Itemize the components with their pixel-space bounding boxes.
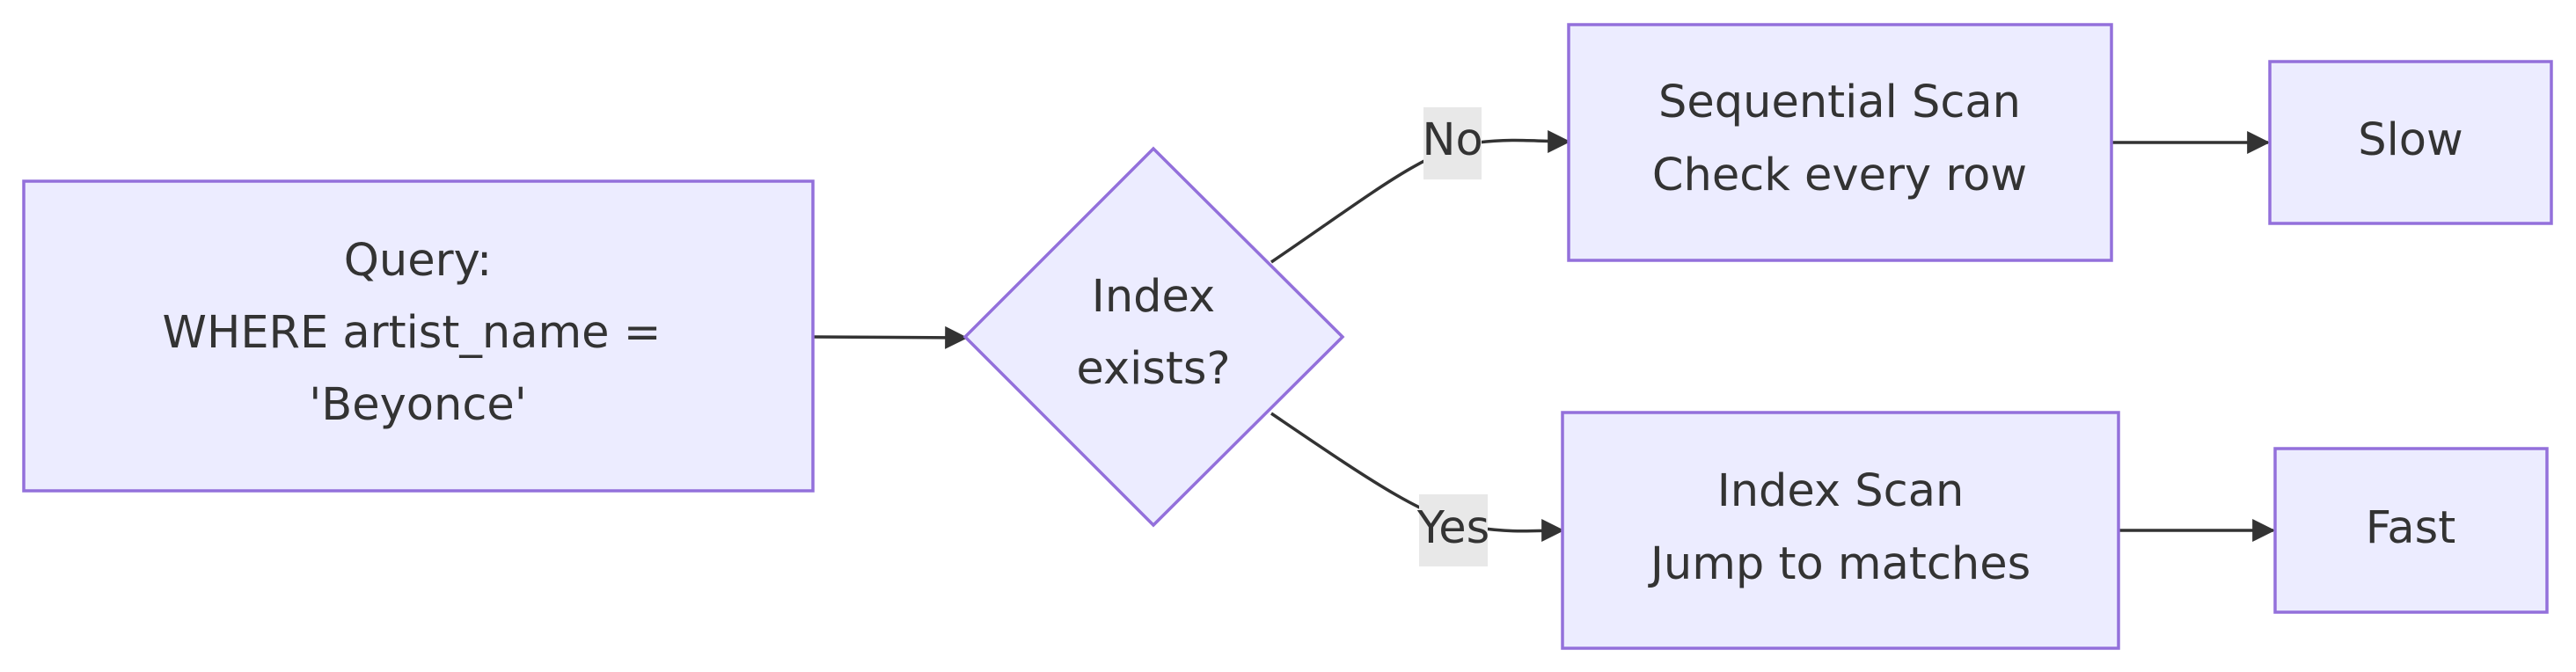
svg-text:exists?: exists? <box>1076 343 1230 395</box>
svg-text:Slow: Slow <box>2358 114 2463 166</box>
svg-text:Yes: Yes <box>1416 502 1489 554</box>
node-index-scan[interactable]: Index Scan Jump to matches <box>1561 411 2120 650</box>
svg-text:WHERE artist_name =: WHERE artist_name = <box>163 307 662 359</box>
edge-query-to-decision <box>813 325 969 349</box>
svg-text:Index Scan: Index Scan <box>1717 465 1965 517</box>
svg-text:Index: Index <box>1092 271 1215 323</box>
svg-text:No: No <box>1422 114 1482 166</box>
svg-text:Sequential Scan: Sequential Scan <box>1658 77 2021 128</box>
edge-label-yes: Yes <box>1416 494 1489 566</box>
node-query[interactable]: Query: WHERE artist_name = 'Beyonce' <box>22 179 815 493</box>
svg-text:Query:: Query: <box>344 235 492 287</box>
node-sequential-scan[interactable]: Sequential Scan Check every row <box>1567 23 2113 262</box>
node-slow[interactable]: Slow <box>2268 60 2553 225</box>
svg-text:Jump to matches: Jump to matches <box>1648 538 2031 590</box>
svg-text:Check every row: Check every row <box>1652 150 2027 201</box>
svg-text:'Beyonce': 'Beyonce' <box>309 379 527 431</box>
node-decision[interactable]: Index exists? <box>962 146 1345 528</box>
edge-label-no: No <box>1422 107 1483 179</box>
node-fast[interactable]: Fast <box>2273 447 2549 614</box>
svg-text:Fast: Fast <box>2366 502 2455 554</box>
edge-decision-to-seq-scan <box>1270 129 1571 264</box>
